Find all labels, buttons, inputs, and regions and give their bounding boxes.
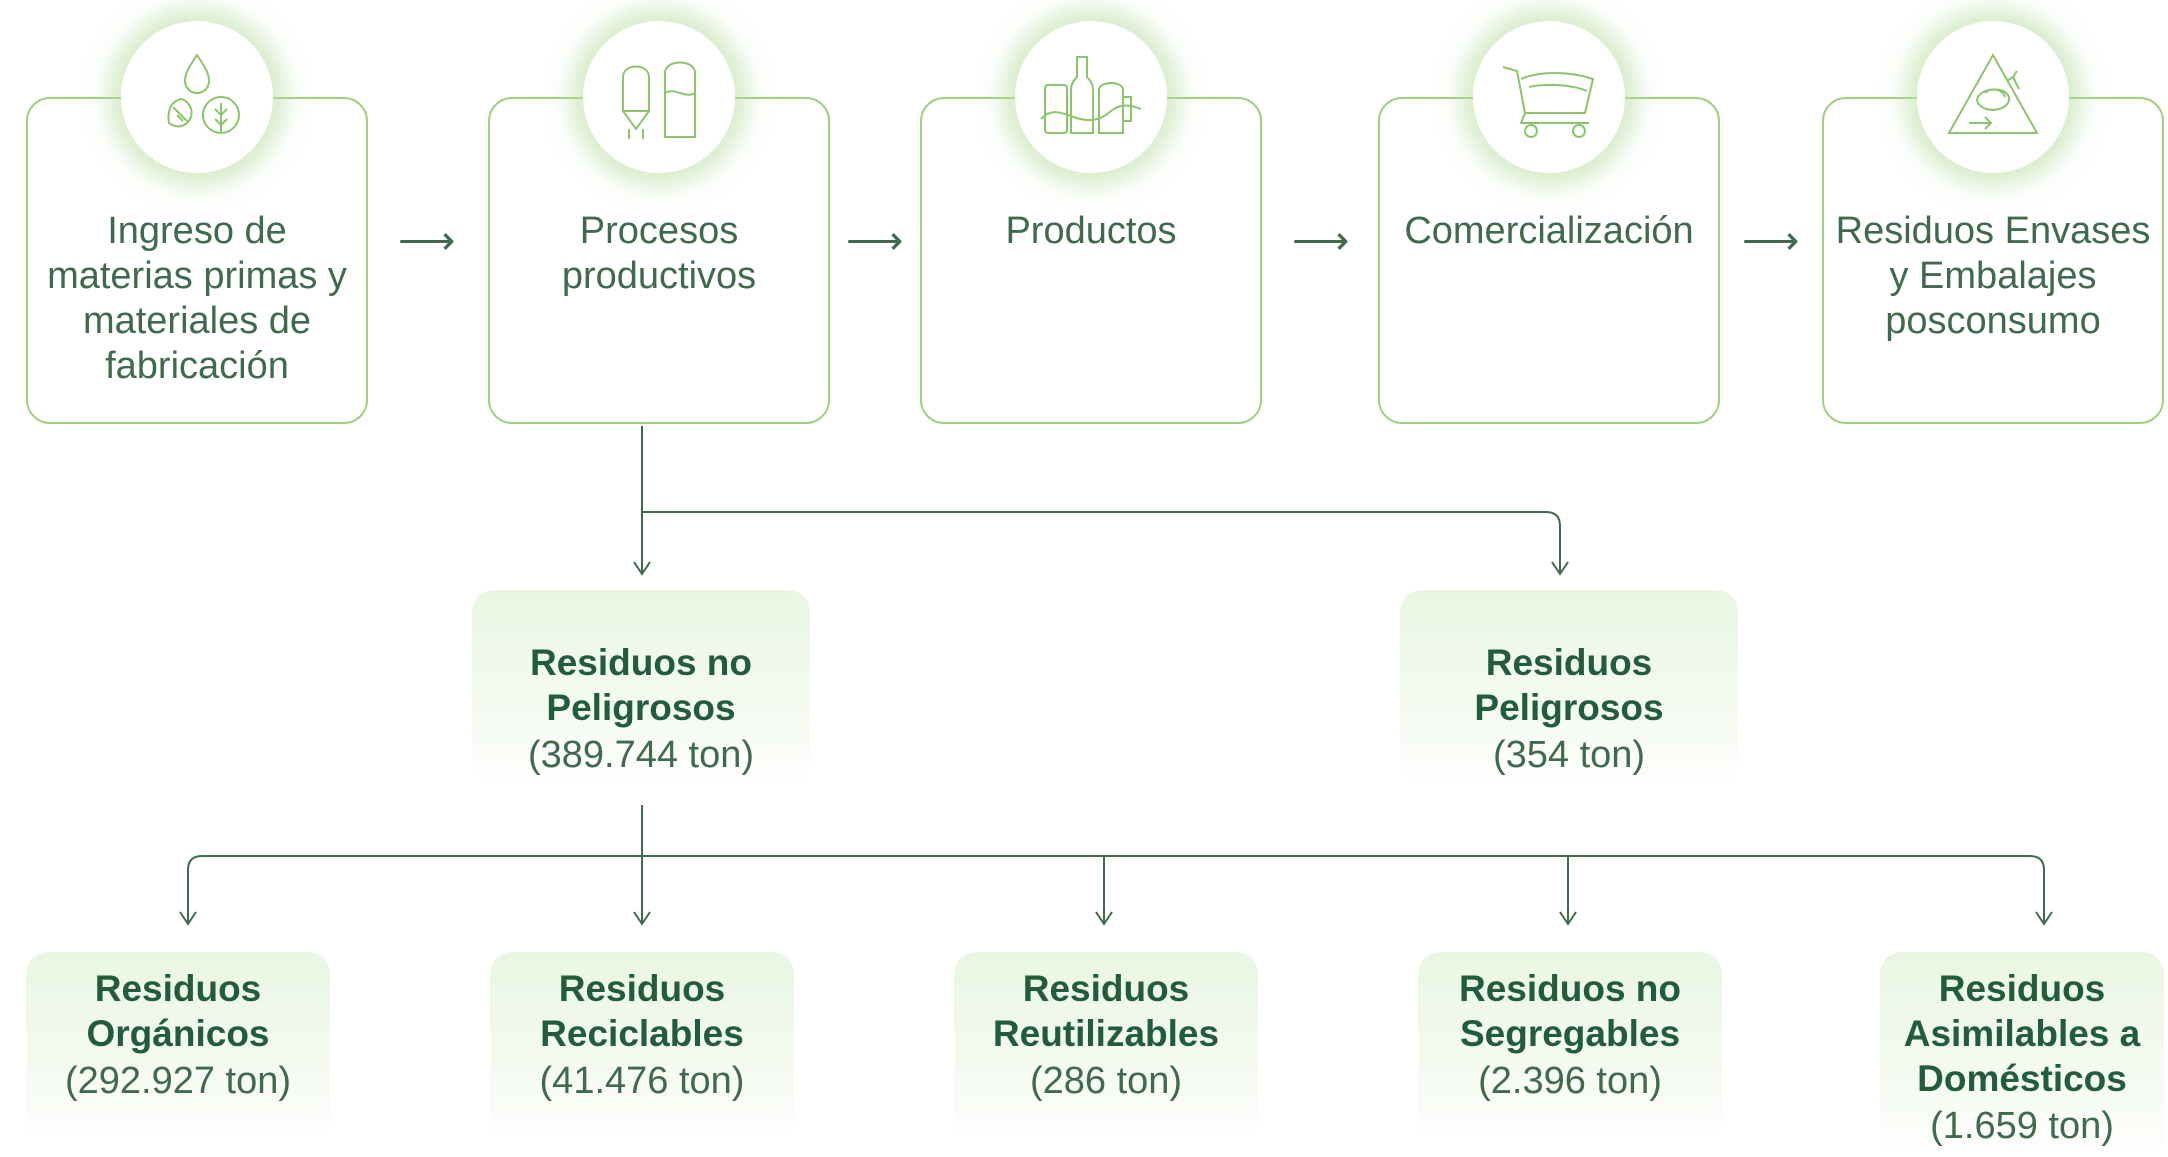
waste-box-no-segregables: Residuos no Segregables (2.396 ton) (1418, 952, 1722, 1142)
waste-amount: (41.476 ton) (539, 1060, 745, 1102)
recycle-icon (1917, 21, 2069, 173)
waste-box-peligrosos: Residuos Peligrosos (354 ton) (1400, 590, 1738, 786)
waste-title: Residuos Reutilizables (992, 968, 1220, 1054)
stage-label: Residuos Envases y Embalajes posconsumo (1835, 210, 2151, 342)
flow-arrow: ⟶ (1292, 219, 1350, 263)
waste-amount: (389.744 ton) (527, 734, 755, 776)
waste-amount: (1.659 ton) (1930, 1105, 2114, 1147)
waste-title: Residuos no Segregables (1458, 968, 1682, 1054)
connector-subcategories-bus (187, 855, 2045, 922)
arrowhead-reciclables (633, 911, 651, 926)
stage-label: Productos (1005, 210, 1177, 252)
flow-arrow: ⟶ (846, 219, 904, 263)
waste-title: Residuos Orgánicos (86, 968, 270, 1054)
stage-procesos-productivos: Procesos productivos (488, 97, 830, 424)
waste-title: Residuos no Peligrosos (529, 642, 753, 728)
waste-box-asimilables: Residuos Asimilables a Domésticos (1.659… (1880, 952, 2164, 1157)
stage-label: Comercialización (1404, 210, 1694, 252)
stage-ingreso-materias-primas: Ingreso de materias primas y materiales … (26, 97, 368, 424)
arrowhead-asimilables (2035, 911, 2053, 926)
stage-label: Procesos productivos (561, 210, 757, 297)
arrowhead-peligrosos (1551, 561, 1569, 576)
arrowhead-no-segregables (1559, 911, 1577, 926)
flow-arrow: ⟶ (398, 219, 456, 263)
arrowhead-no-peligrosos (633, 561, 651, 576)
stage-label: Ingreso de materias primas y materiales … (47, 210, 347, 387)
silos-icon (583, 21, 735, 173)
waste-box-reutilizables: Residuos Reutilizables (286 ton) (954, 952, 1258, 1142)
arrowhead-reutilizables (1095, 911, 1113, 926)
raw-materials-icon (121, 21, 273, 173)
waste-title: Residuos Asimilables a Domésticos (1903, 968, 2141, 1099)
waste-box-no-peligrosos: Residuos no Peligrosos (389.744 ton) (472, 590, 810, 786)
waste-amount: (354 ton) (1492, 734, 1646, 776)
waste-box-reciclables: Residuos Reciclables (41.476 ton) (490, 952, 794, 1142)
arrowhead-organicos (179, 911, 197, 926)
flow-arrow: ⟶ (1742, 219, 1800, 263)
waste-title: Residuos Peligrosos (1474, 642, 1664, 728)
waste-amount: (286 ton) (1029, 1060, 1183, 1102)
waste-amount: (2.396 ton) (1478, 1060, 1662, 1102)
waste-title: Residuos Reciclables (540, 968, 744, 1054)
waste-box-organicos: Residuos Orgánicos (292.927 ton) (26, 952, 330, 1142)
shopping-cart-icon (1473, 21, 1625, 173)
waste-amount: (292.927 ton) (64, 1060, 292, 1102)
connector-procesos-to-peligrosos (642, 511, 1561, 572)
bottles-icon (1015, 21, 1167, 173)
